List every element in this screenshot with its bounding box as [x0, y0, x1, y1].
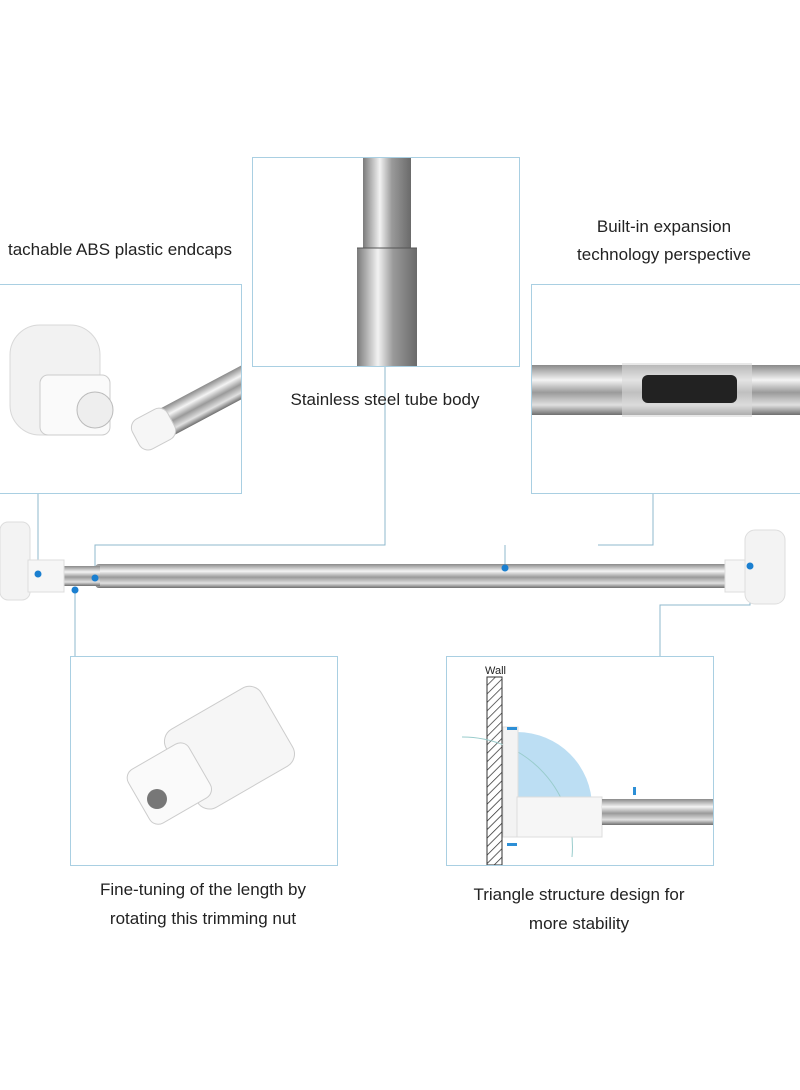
wall-label: Wall — [485, 665, 506, 677]
curtain-rod — [0, 521, 786, 605]
triangle-label-1: Triangle structure design for — [473, 885, 685, 904]
expansion-panel — [531, 284, 800, 494]
expansion-label-1: Built-in expansion — [596, 217, 732, 236]
finetune-label-1: Fine-tuning of the length by — [99, 880, 307, 899]
triangle-label-2: more stability — [528, 914, 630, 933]
endcaps-panel — [0, 284, 242, 494]
endcaps-label: tachable ABS plastic endcaps — [8, 240, 232, 259]
trimming-nut-panel — [70, 656, 338, 866]
triangle-structure-panel: Wall — [446, 656, 714, 866]
tube-detail-panel — [252, 157, 520, 367]
tube-label: Stainless steel tube body — [290, 390, 480, 409]
expansion-label-2: technology perspective — [577, 245, 751, 264]
finetune-label-2: rotating this trimming nut — [109, 909, 297, 928]
